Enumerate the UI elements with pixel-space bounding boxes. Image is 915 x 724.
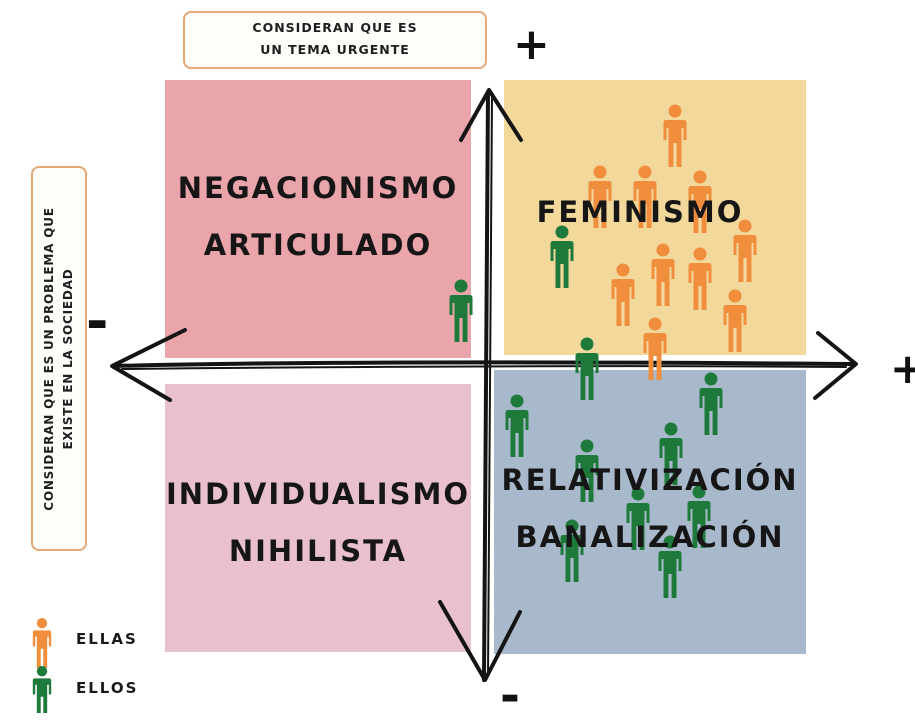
- individualismo-line1: INDIVIDUALISMO: [166, 477, 470, 511]
- ella-figure: [611, 263, 635, 326]
- feminismo-line1: FEMINISMO: [536, 195, 744, 229]
- ella-figure: [688, 247, 712, 310]
- ella-figure: [651, 243, 675, 306]
- ellas-figures: [588, 104, 757, 380]
- ello-figure: [449, 279, 473, 342]
- negacionismo-line2: ARTICULADO: [203, 228, 433, 262]
- ello-figure: [505, 394, 529, 457]
- quadrant-label-relativizacion: RELATIVIZACIÓN BANALIZACIÓN: [494, 452, 806, 566]
- individualismo-line2: NIHILISTA: [228, 534, 408, 568]
- minus-sign-bottom: -: [500, 668, 520, 724]
- ellos-legend-icon: [32, 666, 52, 713]
- relativizacion-line1: RELATIVIZACIÓN: [501, 463, 799, 497]
- ellas-legend-icon: [32, 618, 52, 668]
- quadrant-label-individualismo: INDIVIDUALISMO NIHILISTA: [165, 466, 471, 580]
- ella-figure: [723, 289, 747, 352]
- legend-ellas-label: ELLAS: [76, 630, 138, 648]
- urgency-axis-label: CONSIDERAN QUE ES UN TEMA URGENTE: [183, 11, 487, 69]
- quadrant-bottom-right: [494, 370, 806, 654]
- plus-sign-right: +: [890, 344, 915, 393]
- ella-figure: [643, 317, 667, 380]
- existence-axis-label: CONSIDERAN QUE ES UN PROBLEMA QUE EXISTE…: [31, 166, 87, 551]
- quadrant-top-left: [165, 80, 471, 358]
- plus-sign-top: +: [513, 19, 550, 70]
- ello-figure: [699, 372, 723, 435]
- relativizacion-line2: BANALIZACIÓN: [515, 520, 785, 554]
- quadrant-label-feminismo: FEMINISMO: [520, 184, 760, 241]
- ello-figure: [575, 337, 599, 400]
- legend-ellos-label: ELLOS: [76, 679, 139, 697]
- quadrant-bottom-left: [165, 384, 471, 652]
- quadrant-label-negacionismo: NEGACIONISMO ARTICULADO: [165, 160, 471, 274]
- horizontal-axis: [110, 328, 858, 402]
- vertical-axis: [438, 88, 523, 682]
- quadrant-top-right: [504, 80, 806, 355]
- minus-sign-left: -: [86, 290, 109, 353]
- negacionismo-line1: NEGACIONISMO: [177, 171, 459, 205]
- ella-figure: [663, 104, 687, 167]
- urgency-axis-line1: CONSIDERAN QUE ES: [252, 20, 418, 35]
- urgency-axis-line2: UN TEMA URGENTE: [260, 42, 410, 57]
